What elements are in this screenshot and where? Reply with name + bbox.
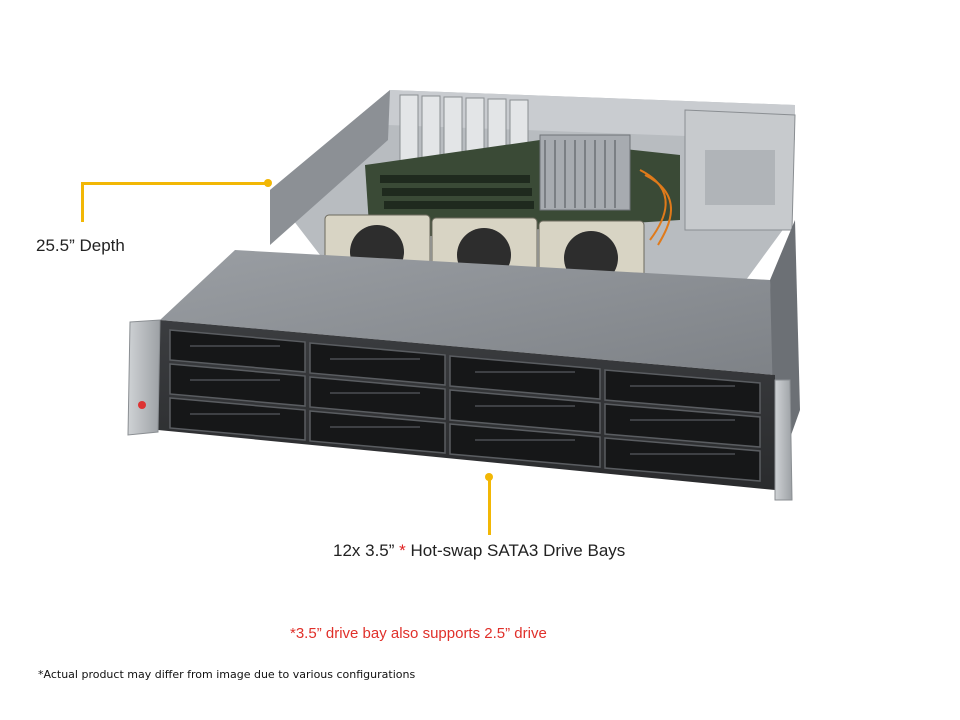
drive-bays-asterisk: *: [399, 541, 406, 560]
server-product-image: [127, 90, 800, 501]
depth-callout-dot: [264, 179, 272, 187]
disclaimer-footnote: *Actual product may differ from image du…: [38, 668, 416, 681]
drive-bays-label: 12x 3.5” * Hot-swap SATA3 Drive Bays: [333, 541, 625, 561]
depth-callout-vertical-line: [81, 182, 84, 222]
drive-bay-support-note: *3.5” drive bay also supports 2.5” drive: [290, 625, 547, 642]
drive-bays-description: Hot-swap SATA3 Drive Bays: [405, 541, 626, 560]
depth-label: 25.5” Depth: [36, 236, 125, 255]
drive-bays-count: 12x 3.5”: [333, 541, 400, 560]
depth-callout-horizontal-line: [81, 182, 268, 185]
bays-callout-line: [488, 477, 491, 535]
